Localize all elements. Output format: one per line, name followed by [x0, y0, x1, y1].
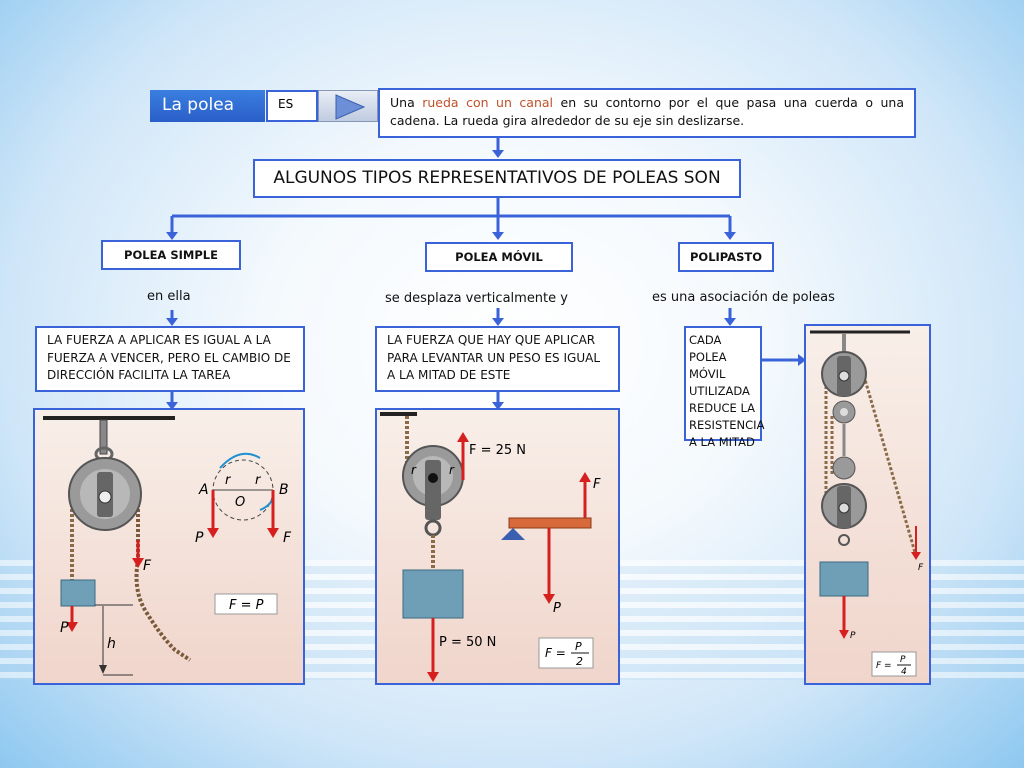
figure-polea-simple: F P h A B O r r P F F = P	[33, 408, 305, 685]
connector-text-polipasto: es una asociación de poleas	[652, 290, 835, 305]
force-P-label-simple: P	[60, 620, 69, 636]
lever-force-F: F	[593, 477, 601, 492]
figure-polea-movil: F = 25 N P = 50 N r r F P F = P 2	[375, 408, 620, 685]
page-title: La polea	[150, 90, 265, 122]
types-heading: ALGUNOS TIPOS REPRESENTATIVOS DE POLEAS …	[253, 159, 741, 198]
equation-polipasto-den: 4	[901, 667, 907, 677]
category-polipasto: POLIPASTO	[678, 242, 774, 272]
definition-box: Una rueda con un canal en su contorno po…	[378, 88, 916, 138]
radius-label-right: r	[255, 473, 262, 488]
description-movil: LA FUERZA QUE HAY QUE APLICAR PARA LEVAN…	[375, 326, 620, 392]
height-label: h	[107, 636, 116, 652]
equation-movil-den: 2	[576, 655, 583, 668]
force-P-label-polipasto: P	[850, 631, 856, 641]
figure-polipasto-drawing: P F F = P 4	[810, 330, 924, 677]
radius-label-left: r	[225, 473, 232, 488]
figure-movil-drawing: F = 25 N P = 50 N r r F P F = P 2	[380, 412, 601, 682]
radius-label-movil-right: r	[449, 463, 455, 477]
definition-post: en su contorno por el que pasa una cuerd…	[390, 95, 904, 128]
definition-pre: Una	[390, 95, 423, 110]
connector-text-simple: en ella	[147, 289, 191, 304]
force-F-label-polipasto: F	[918, 563, 924, 573]
radius-label-movil-left: r	[411, 463, 417, 477]
force-F-label-disc: F	[283, 530, 292, 546]
point-B-label: B	[279, 482, 289, 498]
force-F-label-simple: F	[143, 558, 152, 574]
figure-polipasto: P F F = P 4	[804, 324, 931, 685]
description-simple: LA FUERZA A APLICAR ES IGUAL A LA FUERZA…	[35, 326, 305, 392]
weight-label: P = 50 N	[439, 635, 496, 650]
equation-movil-lhs: F =	[545, 646, 566, 660]
definition-highlight: rueda con un canal	[422, 95, 553, 110]
next-arrow-button[interactable]	[318, 90, 378, 122]
connector-text-movil: se desplaza verticalmente y	[385, 291, 568, 306]
figure-simple-drawing: F P h A B O r r P F F = P	[43, 416, 292, 676]
point-A-label: A	[198, 482, 209, 498]
category-polea-movil: POLEA MÓVIL	[425, 242, 573, 272]
equation-movil-num: P	[575, 640, 582, 653]
equation-simple: F = P	[229, 598, 264, 613]
description-polipasto: CADA POLEA MÓVIL UTILIZADA REDUCE LA RES…	[684, 326, 764, 449]
play-arrow-icon	[335, 94, 366, 120]
force-top-label: F = 25 N	[469, 443, 526, 458]
lever-force-P: P	[553, 601, 561, 616]
force-P-label-disc: P	[195, 530, 204, 546]
es-label: ES	[266, 90, 318, 122]
equation-polipasto-lhs: F =	[876, 661, 892, 671]
point-O-label: O	[235, 495, 245, 510]
equation-polipasto-num: P	[900, 655, 906, 665]
category-polea-simple: POLEA SIMPLE	[101, 240, 241, 270]
